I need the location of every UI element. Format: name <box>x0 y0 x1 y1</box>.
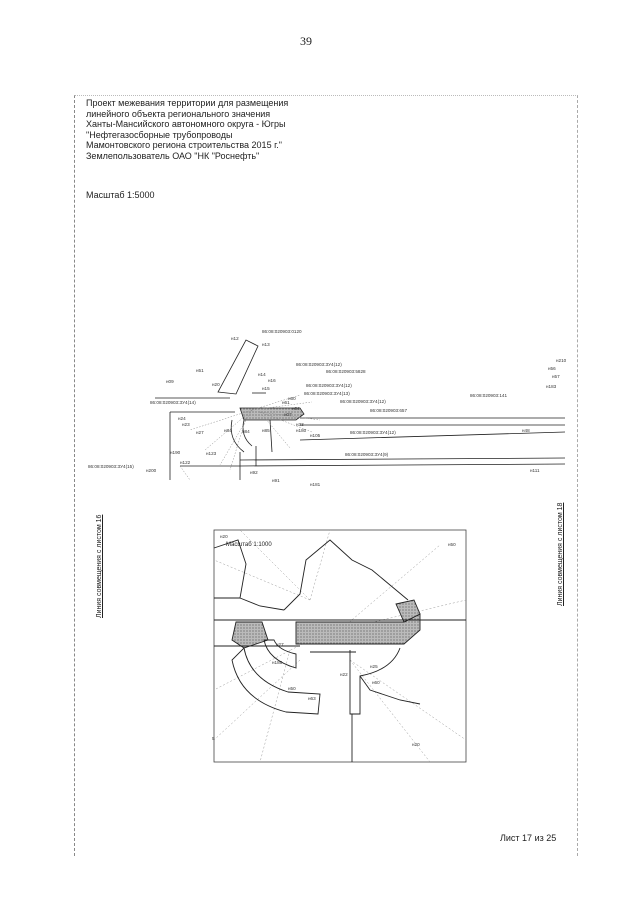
point-label: н07 <box>284 412 292 417</box>
point-label: н200 <box>146 468 157 473</box>
point-label: н56 <box>548 366 556 371</box>
parcel-label: 86:08:020903:ЗУ4(9) <box>345 452 389 457</box>
point-label: н24 <box>178 416 186 421</box>
parcel-label: 86:08:020903:ЗУ4(12) <box>350 430 396 435</box>
parcel-label: 86:08:020903:ЗУ4(12) <box>340 399 386 404</box>
main-map <box>155 339 566 481</box>
map-frame <box>74 95 578 856</box>
point-label: н123 <box>206 451 217 456</box>
map-scale: Масштаб 1:5000 <box>86 190 155 200</box>
point-label: н33 <box>296 422 304 427</box>
point-label: н57 <box>552 374 560 379</box>
point-label: н105 <box>310 433 321 438</box>
point-label: н09 <box>166 379 174 384</box>
parcel-label: 86:08:020903:5828 <box>326 369 366 374</box>
inset-point-label: н20 <box>412 742 420 747</box>
inset-point-label: н25 <box>370 664 378 669</box>
inset-point-label: н63 <box>308 696 316 701</box>
point-label: н92 <box>250 470 258 475</box>
point-label: н111 <box>530 468 540 473</box>
point-label: н84 <box>224 428 232 433</box>
sheet-number: Лист 17 из 25 <box>500 833 557 843</box>
header-line: линейного объекта регионального значения <box>86 108 271 119</box>
inset-point-label: 5 <box>212 736 215 741</box>
point-label: н23 <box>182 422 190 427</box>
point-label: н181 <box>310 482 321 487</box>
inset-point-label: н50 <box>448 542 456 547</box>
header-line: Проект межевания территории для размещен… <box>86 98 289 108</box>
point-label: н91 <box>272 478 280 483</box>
inset-point-label: н50 <box>288 686 296 691</box>
header-line: "Нефтегазосборные трубопроводы <box>86 129 233 140</box>
inset-point-label: н188 <box>272 660 283 665</box>
point-label: н183 <box>546 384 557 389</box>
point-label: н20 <box>212 382 220 387</box>
point-label: н210 <box>556 358 567 363</box>
inset-marks: н20 н50 н27 н188 н50 н63 н22 н25 н60 н20… <box>212 534 456 747</box>
point-label: н15 <box>262 386 270 391</box>
point-label: н85 <box>262 428 270 433</box>
inset-point-label: н27 <box>276 642 284 647</box>
inset-map <box>213 529 467 763</box>
point-label: н61 <box>282 400 290 405</box>
parcel-label: 86:08:020903:141 <box>470 393 507 398</box>
parcel-label: 86:08:020903:0120 <box>262 329 302 334</box>
parcel-label: 86:08:020903:ЗУ4(15) <box>88 464 134 469</box>
page-number: 39 <box>300 34 312 48</box>
parcel-label: 86:08:020903:ЗУ4(12) <box>306 383 352 388</box>
header-line: Ханты-Мансийского автономного округа - Ю… <box>86 119 286 130</box>
point-label: н13 <box>262 342 270 347</box>
parcel-label: 86:08:020903:657 <box>370 408 407 413</box>
parcel-label: 86:08:020903:ЗУ4(14) <box>150 400 196 405</box>
inset-point-label: н60 <box>372 680 380 685</box>
point-label: н12 <box>231 336 239 341</box>
point-label: н180 <box>296 428 307 433</box>
point-label: н84 <box>242 429 250 434</box>
inset-point-label: н22 <box>340 672 348 677</box>
point-label: н27 <box>196 430 204 435</box>
document-header: Проект межевания территории для размещен… <box>86 98 288 162</box>
point-label: н122 <box>180 460 191 465</box>
parcel-labels: 86:08:020903:0120 86:08:020903:ЗУ4(12) 8… <box>88 329 507 469</box>
point-label: н190 <box>170 450 181 455</box>
header-line: Мамонтовского региона строительства 2015… <box>86 140 282 151</box>
point-label: н14 <box>258 372 266 377</box>
header-line: Землепользователь ОАО "НК "Роснефть" <box>86 150 260 161</box>
point-labels: н12 н13 н51 н20 н14 н16 н15 н09 н60 н24 … <box>146 336 567 487</box>
inset-scale: Масштаб 1:1000 <box>226 542 272 548</box>
point-label: н16 <box>268 378 276 383</box>
point-label: н60 <box>288 396 296 401</box>
parcel-label: 86:08:020903:ЗУ4(12) <box>296 362 342 367</box>
inset-point-label: н20 <box>220 534 228 539</box>
parcel-label: 86:08:020903:ЗУ4(13) <box>304 391 350 396</box>
point-label: н48 <box>522 428 530 433</box>
point-label: н51 <box>196 368 204 373</box>
point-label: н64 <box>292 406 300 411</box>
